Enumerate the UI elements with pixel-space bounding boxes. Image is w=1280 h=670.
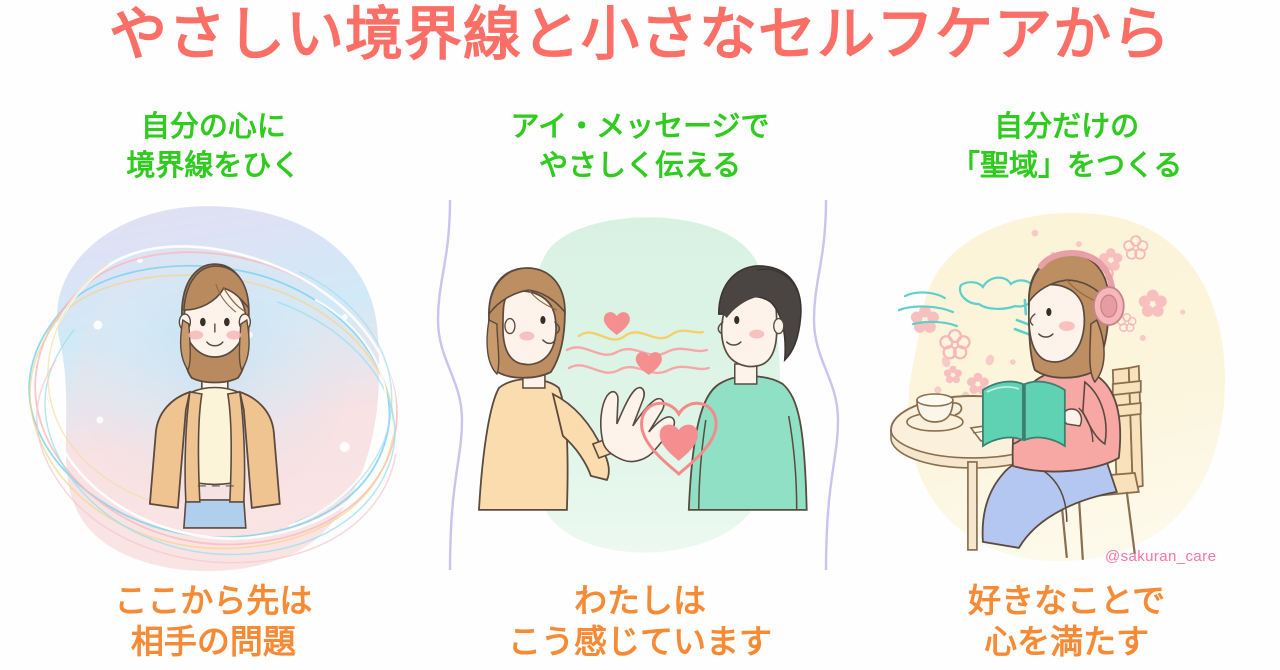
seated-woman [982,250,1126,549]
column-1-heading-line-1: 自分の心に [140,111,286,143]
woman-speaking [477,267,675,511]
column-2-heading-line-2: やさしく伝える [538,150,742,183]
column-2-heading-line-1: アイ・メッセージで [510,111,770,143]
open-hand [599,386,675,463]
columns-container: 自分の心に 境界線をひく [0,100,1280,670]
watermark: @sakuran_care [1105,548,1217,565]
column-1-caption: ここから先は 相手の問題 [0,580,427,663]
page-title: やさしい境界線と小さなセルフケアから [108,2,1171,67]
column-2-caption-line-1: わたしは [574,581,706,619]
speech-waves [565,329,710,375]
small-hearts [603,312,662,376]
column-divider-1 [430,200,470,570]
column-3-illustration [853,192,1280,582]
column-3-caption-line-1: 好きなことで [968,581,1166,619]
column-1-caption-line-2: 相手の問題 [130,622,296,660]
column-2-caption-line-2: こう感じています [508,622,772,660]
teal-book [982,380,1067,448]
outlined-heart [639,401,717,477]
column-2-illustration [427,192,854,582]
column-2-caption: わたしは こう感じています [427,580,854,663]
column-divider-2 [806,200,846,570]
column-3-heading-line-2: 「聖域」をつくる [950,150,1183,183]
column-3-heading-line-1: 自分だけの [994,111,1140,143]
aura-lines [28,245,398,564]
standing-woman [148,263,281,529]
column-1-heading: 自分の心に 境界線をひく [0,108,427,186]
column-boundary: 自分の心に 境界線をひく [0,100,427,670]
column-sanctuary: 自分だけの 「聖域」をつくる [853,100,1280,670]
man-listening [687,265,808,511]
pink-headphones [1038,250,1126,326]
column-3-caption: 好きなことで 心を満たす [853,580,1280,663]
cherry-blossoms [911,229,1186,403]
coffee-cup [906,393,965,432]
column-3-heading: 自分だけの 「聖域」をつくる [853,108,1280,186]
column-3-caption-line-2: 心を満たす [984,622,1150,660]
column-2-heading: アイ・メッセージで やさしく伝える [427,108,854,186]
column-1-heading-line-2: 境界線をひく [126,150,301,183]
column-1-caption-line-1: ここから先は [114,581,313,619]
column-i-message: アイ・メッセージで やさしく伝える [427,100,854,670]
column-1-illustration [0,192,427,582]
